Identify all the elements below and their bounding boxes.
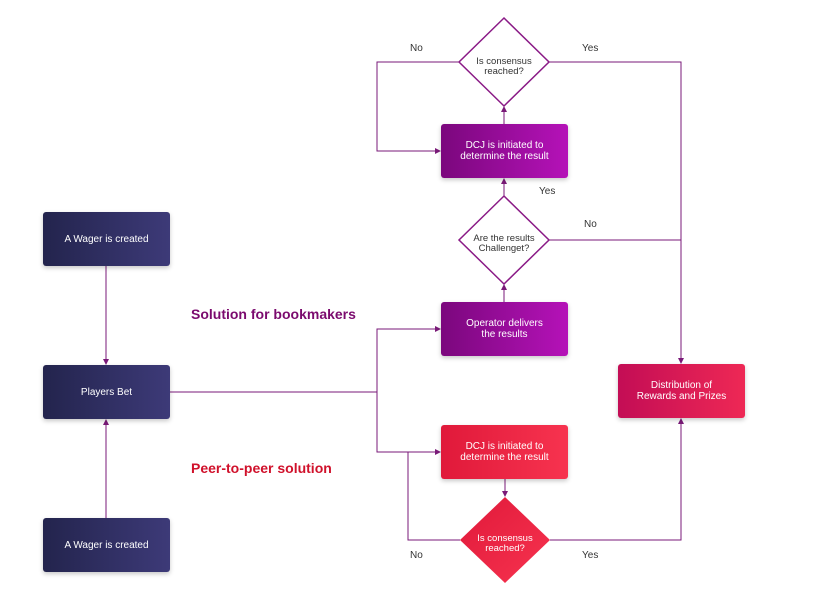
arrowhead-players-down xyxy=(103,359,109,365)
arrowhead-consensus-bottom-down xyxy=(502,491,508,497)
decision-consensus-bottom-text: Is consensus reached? xyxy=(477,533,533,554)
arrowhead-dcj-bottom-right xyxy=(435,449,441,455)
wager-created-top-box: A Wager is created xyxy=(43,212,170,266)
arrowhead-dcj-top-up xyxy=(501,178,507,184)
connector-consensus-top-yes xyxy=(549,61,682,359)
label-challenge-yes: Yes xyxy=(539,186,556,197)
arrowhead-consensus-top-up xyxy=(501,106,507,112)
arrowhead-distribution-up xyxy=(678,418,684,424)
arrowhead-dcj-top-right xyxy=(435,148,441,154)
heading-bookmakers: Solution for bookmakers xyxy=(191,306,356,322)
connector-consensus-bottom-no-loop xyxy=(407,451,460,541)
label-bottom-no: No xyxy=(410,550,423,561)
arrowhead-challenge-up xyxy=(501,284,507,290)
label-top-yes: Yes xyxy=(582,43,599,54)
players-bet-box: Players Bet xyxy=(43,365,170,419)
dcj-initiated-bottom-box: DCJ is initiated to determine the result xyxy=(441,425,568,479)
wager-created-bottom-box: A Wager is created xyxy=(43,518,170,572)
arrowhead-players-up xyxy=(103,419,109,425)
label-challenge-no: No xyxy=(584,219,597,230)
label-bottom-yes: Yes xyxy=(582,550,599,561)
decision-challenged-diamond xyxy=(457,194,551,286)
decision-consensus-top-text: Is consensus reached? xyxy=(476,56,532,77)
operator-delivers-box: Operator delivers the results xyxy=(441,302,568,356)
connector-consensus-bottom-yes xyxy=(550,423,682,541)
decision-challenged-text: Are the results Challenget? xyxy=(473,233,535,254)
decision-consensus-top-diamond xyxy=(457,16,551,108)
decision-consensus-bottom-diamond xyxy=(460,497,550,583)
distribution-rewards-box: Distribution of Rewards and Prizes xyxy=(618,364,745,418)
arrowhead-operator-right xyxy=(435,326,441,332)
connector-consensus-top-no-loop xyxy=(376,61,459,152)
arrowhead-distribution-down xyxy=(678,358,684,364)
dcj-initiated-top-box: DCJ is initiated to determine the result xyxy=(441,124,568,178)
label-top-no: No xyxy=(410,43,423,54)
connector-branch-to-operator xyxy=(376,328,436,392)
heading-peer-to-peer: Peer-to-peer solution xyxy=(191,460,332,476)
connector-branch-to-dcj-bottom xyxy=(376,392,436,453)
